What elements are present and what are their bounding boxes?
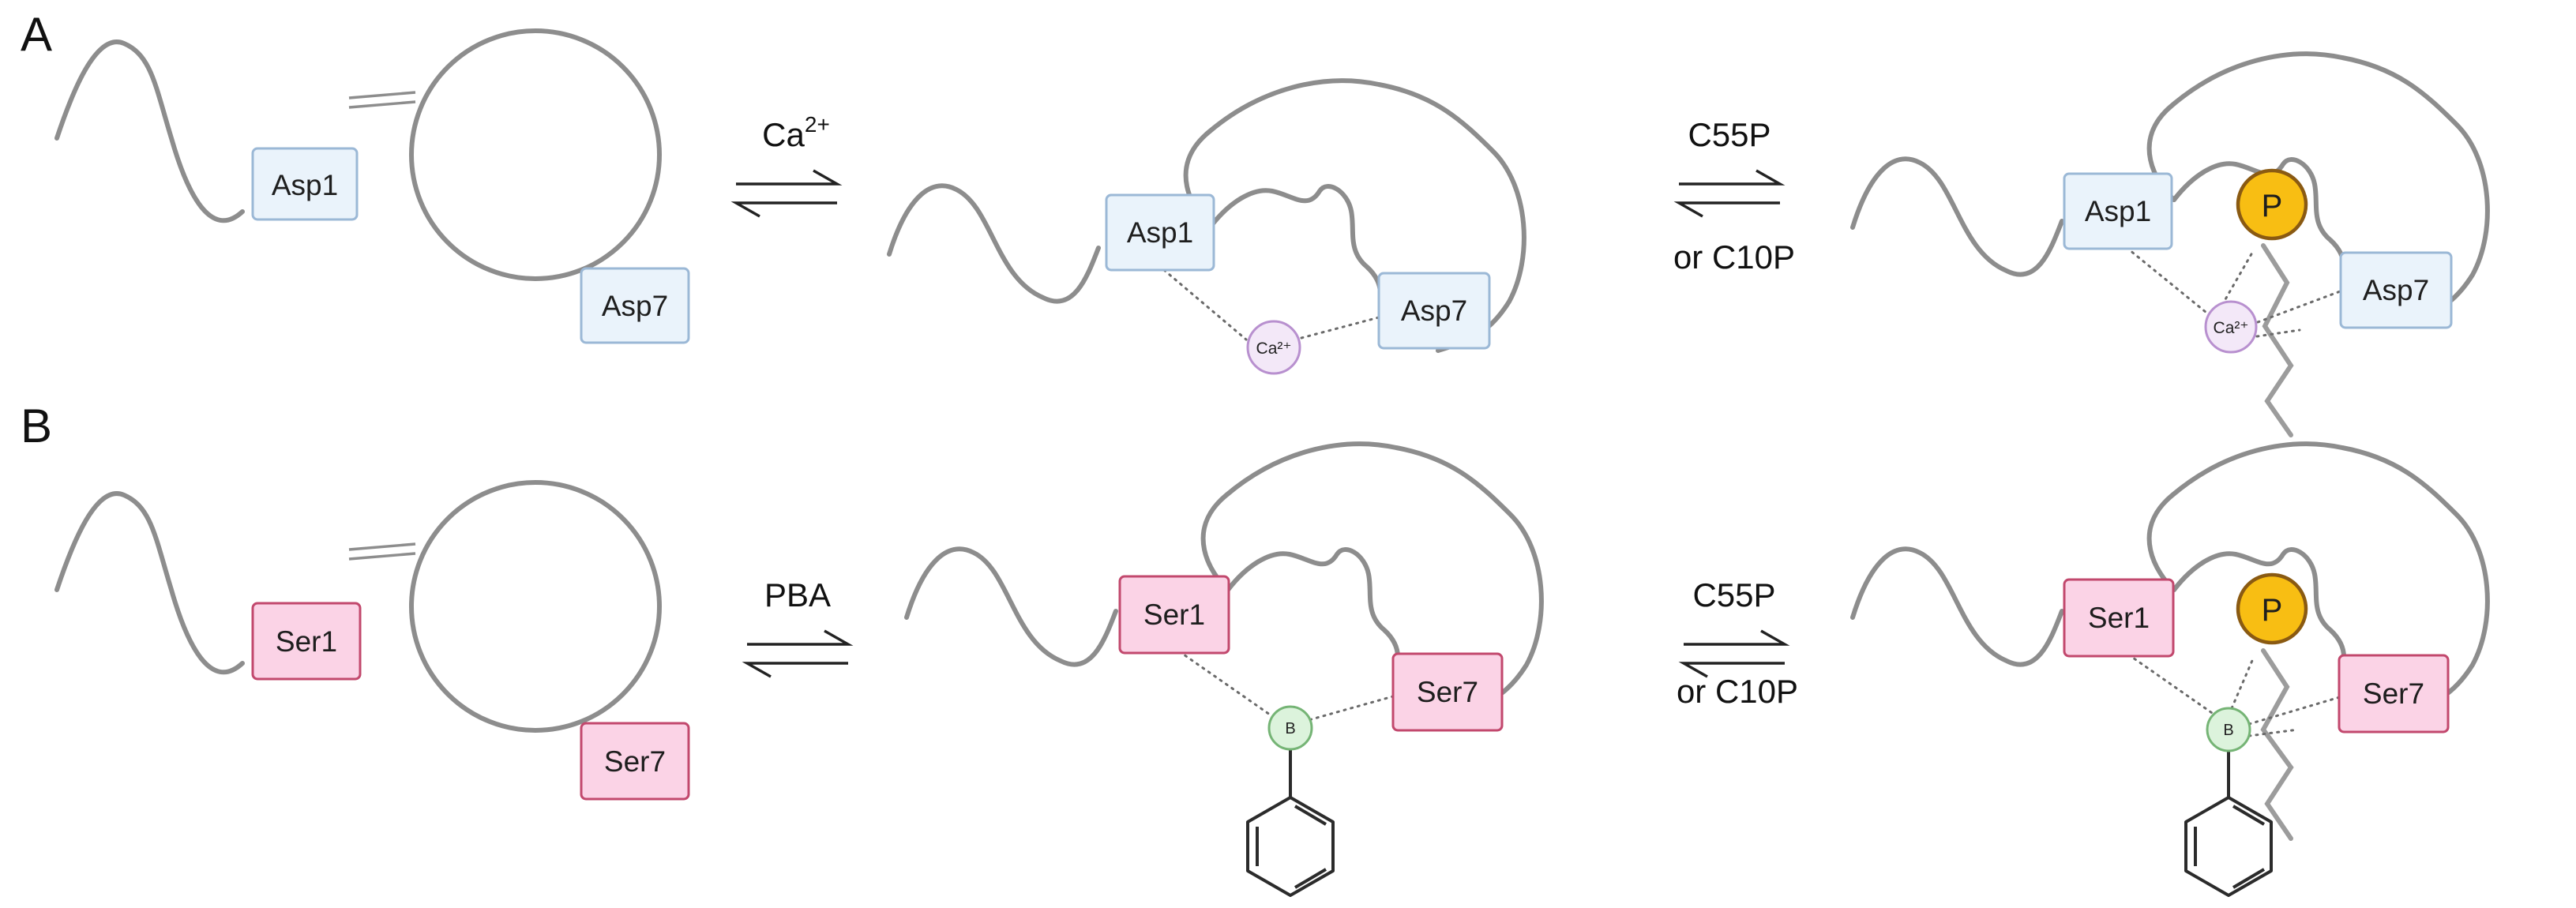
residue-ser7-box: Ser7 — [2338, 654, 2450, 734]
phosphate-head-icon: P — [2236, 572, 2308, 645]
residue-ser7-box: Ser7 — [580, 722, 690, 801]
residue-asp7-label: Asp7 — [1401, 295, 1467, 327]
residue-ser7-label: Ser7 — [604, 745, 666, 778]
reaction-step-lipid-a: C55P or C10P — [1673, 116, 1795, 276]
boron-label: B — [2223, 722, 2233, 739]
open-lasso-b: Ser1 Ser7 — [57, 482, 690, 801]
reagent-c10p: or C10P — [1677, 673, 1798, 710]
residue-ser7-label: Ser7 — [2363, 677, 2424, 710]
residue-asp1-box: Asp1 — [251, 147, 359, 221]
residue-ser7-box: Ser7 — [1391, 652, 1504, 732]
phosphate-label: P — [2262, 189, 2283, 223]
boron-atom: B — [1267, 705, 1313, 751]
lipid-tail-icon — [2261, 243, 2294, 437]
residue-ser1-label: Ser1 — [2088, 602, 2150, 634]
phosphate-label: P — [2262, 593, 2283, 628]
residue-asp7-box: Asp7 — [1377, 272, 1491, 350]
benzene-ring-icon — [1246, 747, 1335, 897]
reaction-step-pba: PBA — [745, 576, 850, 678]
equilibrium-arrows-icon — [734, 169, 839, 218]
residue-asp7-box: Asp7 — [580, 267, 690, 344]
calcium-ion-label: Ca²⁺ — [1256, 340, 1292, 358]
residue-ser1-box: Ser1 — [2063, 578, 2175, 658]
calcium-bound-lasso: Asp1 Asp7 Ca²⁺ — [889, 81, 1524, 375]
reagent-c55p: C55P — [1692, 576, 1775, 613]
panel-a-label: A — [21, 8, 52, 61]
residue-asp1-box: Asp1 — [2063, 172, 2173, 250]
residue-asp1-label: Asp1 — [272, 169, 338, 201]
reagent-c55p: C55P — [1688, 116, 1771, 153]
residue-asp7-label: Asp7 — [602, 290, 668, 322]
residue-ser1-box: Ser1 — [1118, 575, 1230, 655]
panel-b-label: B — [21, 400, 52, 452]
reaction-step-lipid-b: C55P or C10P — [1677, 576, 1798, 710]
residue-ser1-label: Ser1 — [1143, 598, 1205, 631]
lipid-tail-icon — [2260, 648, 2294, 841]
pba-bound-lasso: Ser1 Ser7 B — [907, 444, 1541, 897]
equilibrium-arrows-icon — [1682, 629, 1786, 678]
panel-a: Asp1 Asp7 Ca2+ Asp1 Asp7 — [57, 31, 2488, 437]
calcium-ion-label: Ca²⁺ — [2214, 319, 2249, 337]
residue-ser1-label: Ser1 — [276, 625, 337, 658]
phosphate-head-icon: P — [2236, 168, 2308, 241]
panel-b: Ser1 Ser7 PBA Ser1 Ser7 — [57, 444, 2488, 897]
residue-asp1-label: Asp1 — [1127, 216, 1193, 249]
reagent-pba: PBA — [764, 576, 831, 613]
reagent-c10p: or C10P — [1673, 238, 1795, 276]
boron-atom: B — [2206, 707, 2251, 752]
pba-lipid-complex: Ser1 Ser7 P B — [1853, 444, 2488, 897]
residue-asp7-label: Asp7 — [2363, 274, 2429, 306]
boron-label: B — [1285, 720, 1295, 737]
calcium-ion: Ca²⁺ — [1246, 320, 1301, 375]
residue-asp1-label: Asp1 — [2085, 195, 2151, 227]
equilibrium-arrows-icon — [1677, 169, 1782, 218]
residue-asp1-box: Asp1 — [1105, 193, 1215, 272]
residue-ser7-label: Ser7 — [1417, 676, 1478, 708]
open-lasso-a: Asp1 Asp7 — [57, 31, 690, 344]
calcium-ion: Ca²⁺ — [2204, 300, 2258, 354]
residue-ser1-box: Ser1 — [251, 602, 362, 681]
equilibrium-arrows-icon — [745, 629, 850, 678]
reagent-calcium: Ca2+ — [762, 112, 830, 153]
reaction-step-calcium: Ca2+ — [734, 112, 839, 218]
benzene-ring-icon — [2184, 747, 2273, 897]
calcium-lipid-complex: Asp1 Asp7 P Ca²⁺ — [1853, 54, 2488, 437]
residue-asp7-box: Asp7 — [2339, 251, 2453, 329]
